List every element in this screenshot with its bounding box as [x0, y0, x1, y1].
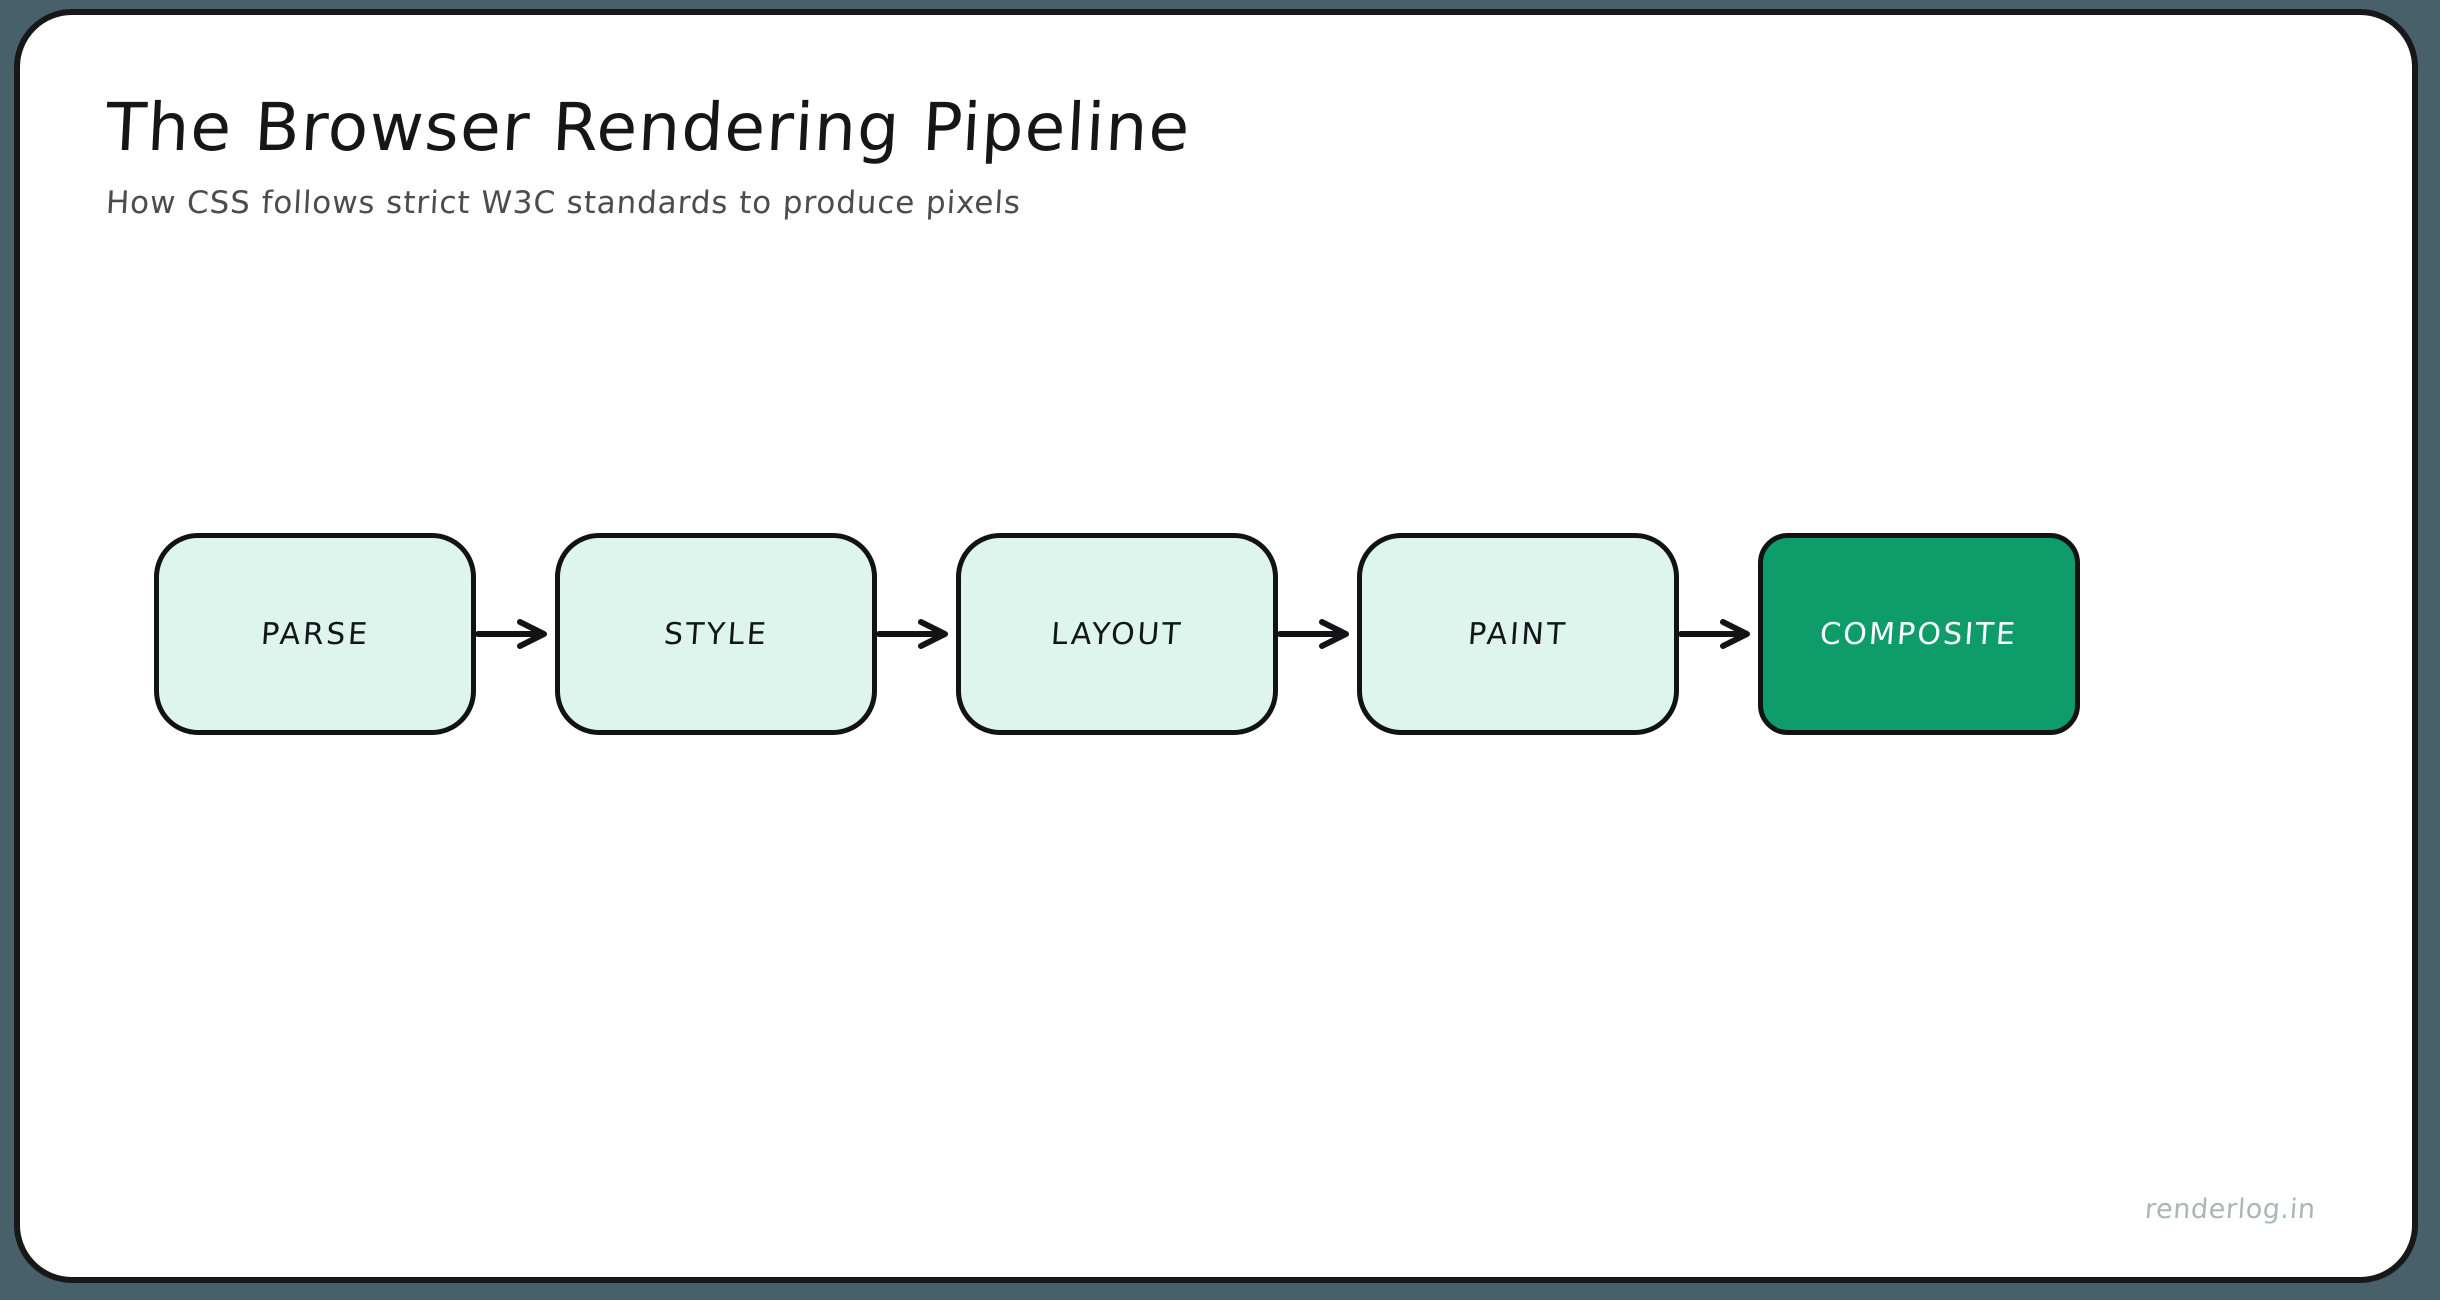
pipeline-stage-layout[interactable]: LAYOUT — [956, 533, 1278, 735]
arrow-right-icon — [476, 619, 547, 649]
watermark: renderlog.in — [2144, 1194, 2318, 1225]
pipeline-stage-paint[interactable]: PAINT — [1357, 533, 1679, 735]
arrow-right-icon — [1278, 619, 1349, 649]
header: The Browser Rendering Pipeline How CSS f… — [104, 89, 2206, 221]
diagram-card: The Browser Rendering Pipeline How CSS f… — [14, 9, 2418, 1283]
arrow-right-icon — [1679, 619, 1750, 649]
pipeline-stage-parse[interactable]: PARSE — [154, 533, 476, 735]
page-title: The Browser Rendering Pipeline — [104, 89, 1193, 166]
pipeline-stage-label: PAINT — [1467, 616, 1569, 652]
page-subtitle: How CSS follows strict W3C standards to … — [105, 184, 1022, 221]
pipeline-stage-label: LAYOUT — [1049, 616, 1185, 652]
pipeline-stage-label: STYLE — [662, 616, 770, 652]
pipeline-stage-composite[interactable]: COMPOSITE — [1758, 533, 2080, 735]
pipeline-stage-style[interactable]: STYLE — [555, 533, 877, 735]
pipeline-flow: PARSE STYLE LAYOUT PAINT COMPOSITE — [154, 531, 2080, 737]
pipeline-stage-label: COMPOSITE — [1819, 616, 2019, 652]
arrow-right-icon — [877, 619, 948, 649]
pipeline-stage-label: PARSE — [259, 616, 371, 652]
